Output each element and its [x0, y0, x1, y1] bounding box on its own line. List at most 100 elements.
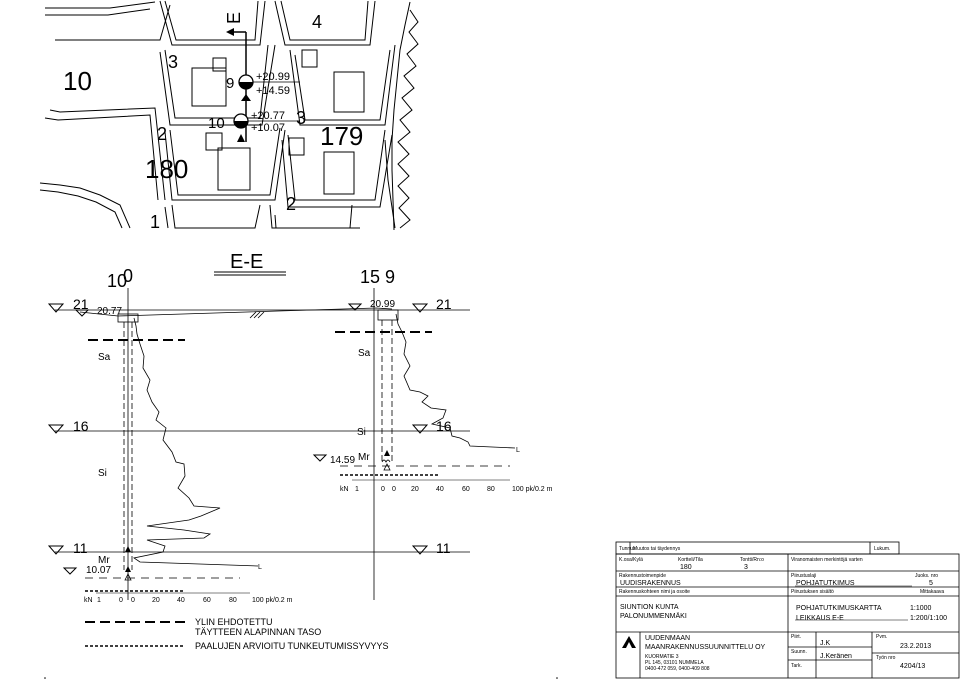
- scale-label: kN: [340, 486, 349, 493]
- borehole-bottom: +10.07: [251, 122, 285, 134]
- borehole-no: 10: [208, 115, 225, 132]
- scale-label: 1: [97, 597, 101, 604]
- block-label: 2: [286, 194, 296, 214]
- soil-label: Sa: [98, 352, 111, 363]
- tb-label: Mittakaava: [920, 589, 944, 595]
- level-label: 11: [73, 540, 88, 556]
- tb-label: Tark.: [791, 663, 802, 669]
- borehole-9-label: 15 9: [360, 267, 395, 287]
- tb-label: Tontti/Rn:o: [740, 557, 764, 563]
- section-title: E-E: [230, 251, 263, 273]
- plan-labels: 10 180 179 4 3 2 1 3 2 E: [63, 12, 363, 232]
- tb-label: Piirustuslaji: [791, 573, 816, 579]
- legend-text: YLIN EHDOTETTU TÄYTTEEN ALAPINNAN TASO: [195, 617, 321, 637]
- tb-label: Rakennustoimenpide: [619, 573, 666, 579]
- tb-address: 0400-472 059, 0400-409 808: [645, 666, 710, 672]
- plan-block-outlines: [39, 0, 396, 229]
- tb-address: PL 145, 03101 NUMMELA: [645, 660, 704, 666]
- scale-label: 60: [462, 486, 470, 493]
- tb-label: Piirustuksen sisältö: [791, 589, 834, 595]
- tb-value: 1:1000: [910, 605, 932, 612]
- bh9-profile: L: [377, 309, 520, 462]
- block-label: 3: [168, 52, 178, 72]
- borehole-bottom: +14.59: [256, 85, 290, 97]
- tb-value: J.Keränen: [820, 653, 852, 660]
- level-label: 16: [436, 418, 452, 434]
- tb-label: Rakennuskohteen nimi ja osoite: [619, 589, 690, 595]
- scale-label: 40: [436, 486, 444, 493]
- scale-label: 100 pk/0.2 m: [512, 486, 553, 493]
- soil-label: Si: [357, 427, 366, 438]
- tb-label: Suunn.: [791, 649, 807, 655]
- borehole-top: +20.77: [251, 110, 285, 122]
- tb-value: PALONUMMENMÄKI: [620, 612, 687, 620]
- scale-label: 20: [411, 486, 419, 493]
- tb-value: 5: [929, 580, 933, 587]
- block-label: 3: [296, 108, 306, 128]
- plan-buildings: [191, 49, 365, 195]
- soil-label: Mr: [98, 555, 110, 566]
- tb-value: 4204/13: [900, 663, 925, 670]
- scale-label: 100 pk/0.2 m: [252, 597, 293, 604]
- scale-label: kN: [84, 597, 93, 604]
- bh9-stop-level: 14.59: [330, 455, 355, 466]
- level-label: 21: [436, 296, 452, 312]
- plan-road-edge: [391, 1, 419, 231]
- bh10-ground-level: 20.77: [97, 306, 122, 317]
- tb-label: Piirt.: [791, 634, 801, 640]
- title-block: Tunnus Muutos tai täydennys Lukum. K.osa…: [615, 541, 960, 679]
- tb-value: LEIKKAUS E-E: [796, 615, 844, 622]
- tb-address: KUORMATIE 3: [645, 654, 679, 660]
- tb-label: Pvm.: [876, 634, 887, 640]
- tb-label: Tunnus: [619, 546, 636, 552]
- tb-value: J.K: [820, 640, 830, 647]
- scale-label: 0: [131, 597, 135, 604]
- legend-line: YLIN EHDOTETTU: [195, 617, 273, 627]
- level-label: 11: [436, 540, 451, 556]
- company-logo-icon: [622, 636, 636, 648]
- section-e-e: E-E 21 16 11 21 16 11: [47, 251, 553, 604]
- section-mark-label: E: [224, 12, 244, 24]
- tb-value: 1:200/1:100: [910, 615, 947, 622]
- block-label: 1: [150, 212, 160, 232]
- block-label: 4: [312, 12, 322, 32]
- tb-value: POHJATUTKIMUS: [796, 580, 855, 587]
- bh10-end-mark: L: [258, 564, 262, 571]
- level-label: 21: [73, 296, 89, 312]
- plan-map: [39, 0, 419, 231]
- soil-label: Si: [98, 468, 107, 479]
- tb-value: UUDENMAAN: [645, 635, 690, 642]
- legend: YLIN EHDOTETTU TÄYTTEEN ALAPINNAN TASO P…: [85, 617, 389, 651]
- tb-value: 3: [744, 564, 748, 571]
- borehole-top: +20.99: [256, 71, 290, 83]
- block-label: 180: [145, 154, 188, 184]
- block-label: 10: [63, 66, 92, 96]
- borehole-no: 9: [226, 75, 234, 92]
- bh10-profile: L: [117, 313, 262, 571]
- scale-label: 0: [119, 597, 123, 604]
- tb-label: Lukum.: [874, 546, 890, 552]
- tb-label: Työn nro: [876, 655, 896, 661]
- scale-label: 1: [355, 486, 359, 493]
- bh10-stop-level: 10.07: [86, 565, 111, 576]
- tb-value: SIUNTION KUNTA: [620, 604, 679, 611]
- bh9-end-mark: L: [516, 447, 520, 454]
- scale-label: 80: [487, 486, 495, 493]
- tb-value: UUDISRAKENNUS: [620, 580, 681, 587]
- scale-label: 0: [392, 486, 396, 493]
- tb-label: Viranomaisten merkintöjä varten: [791, 557, 863, 563]
- tb-value: MAANRAKENNUSSUUNNITTELU OY: [645, 644, 766, 651]
- plan-borehole-10: 10 +20.77 +10.07: [208, 110, 300, 142]
- scale-label: 80: [229, 597, 237, 604]
- tb-label: K.osa/Kylä: [619, 557, 643, 563]
- scale-label: 20: [152, 597, 160, 604]
- ground-surface: [79, 307, 393, 317]
- tb-label: Muutos tai täydennys: [633, 546, 681, 552]
- legend-text: PAALUJEN ARVIOITU TUNKEUTUMISSYVYYS: [195, 641, 389, 651]
- scale-label: 0: [381, 486, 385, 493]
- tb-label: Juoks. nro: [915, 573, 938, 579]
- plan-borehole-9: 9 +20.99 +14.59: [226, 71, 300, 101]
- block-label: 179: [320, 121, 363, 151]
- borehole-10-label: 10: [107, 271, 127, 291]
